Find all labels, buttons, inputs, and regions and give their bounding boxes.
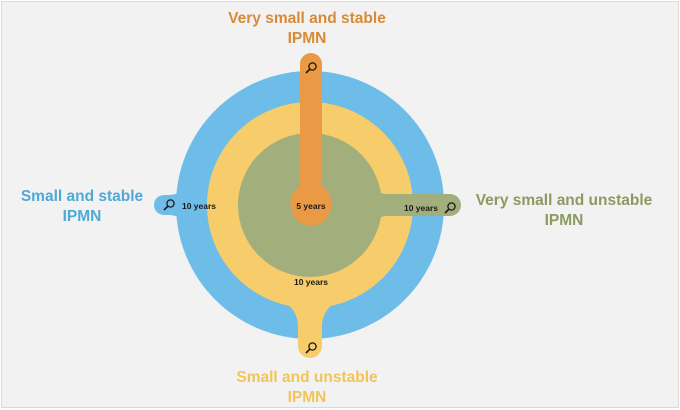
magnifier-icon: [444, 202, 456, 214]
label-line: IPMN: [62, 208, 102, 225]
interval-yellow: 10 years: [294, 277, 328, 287]
orange-thermometer: [290, 53, 332, 226]
magnifier-icon: [305, 62, 317, 74]
label-line: Very small and unstable: [475, 192, 653, 209]
label-line: Very small and stable: [228, 10, 386, 27]
label-line: IPMN: [544, 212, 584, 229]
label-line: Small and stable: [20, 188, 144, 205]
label-very-small-unstable: Very small and unstable IPMN: [464, 191, 664, 231]
label-small-stable: Small and stable IPMN: [2, 187, 162, 227]
interval-green: 10 years: [404, 203, 438, 213]
interval-blue: 10 years: [182, 201, 216, 211]
magnifier-icon: [163, 199, 175, 211]
interval-center: 5 years: [296, 201, 326, 211]
label-line: IPMN: [287, 389, 327, 406]
label-very-small-stable: Very small and stable IPMN: [207, 9, 407, 49]
label-line: IPMN: [287, 30, 327, 47]
magnifier-icon: [305, 342, 317, 354]
label-small-unstable: Small and unstable IPMN: [207, 368, 407, 407]
label-line: Small and unstable: [236, 369, 378, 386]
